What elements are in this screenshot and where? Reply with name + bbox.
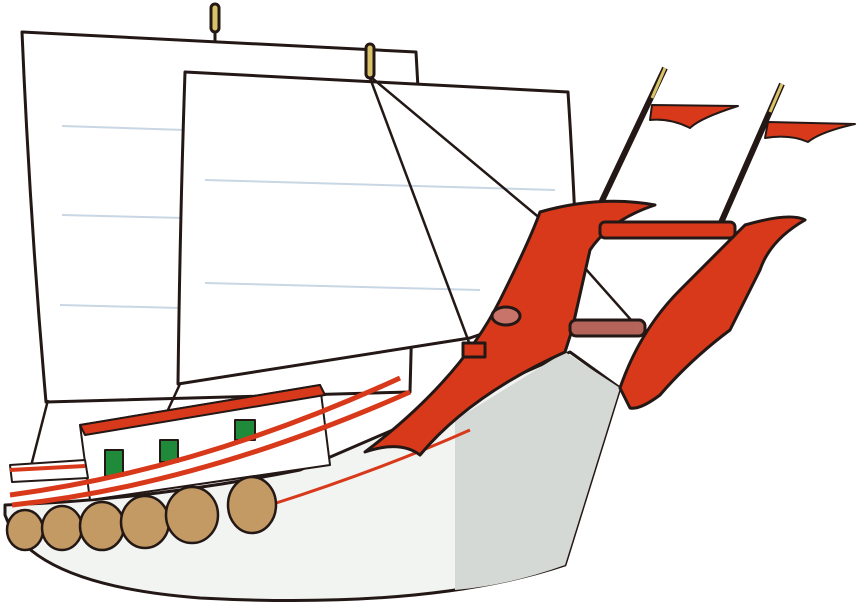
rear-mast-finial <box>209 2 221 34</box>
rear-sail-seams <box>59 125 186 309</box>
bow-prow-left <box>363 199 657 457</box>
pennant-left <box>649 104 739 129</box>
pennant-right <box>764 121 856 143</box>
log-bundle <box>5 475 278 552</box>
front-sail-seams <box>204 179 556 291</box>
hull-shade <box>455 352 620 590</box>
bow-crossbeam <box>598 220 737 240</box>
front-sail <box>176 70 580 386</box>
deckhouse <box>9 375 412 508</box>
bow-prow-right <box>618 215 807 410</box>
front-mast-finial <box>364 42 376 80</box>
bow-bar <box>568 318 647 338</box>
bow-peg <box>490 305 522 327</box>
cleat <box>461 341 487 359</box>
hull-stripe <box>269 428 471 507</box>
